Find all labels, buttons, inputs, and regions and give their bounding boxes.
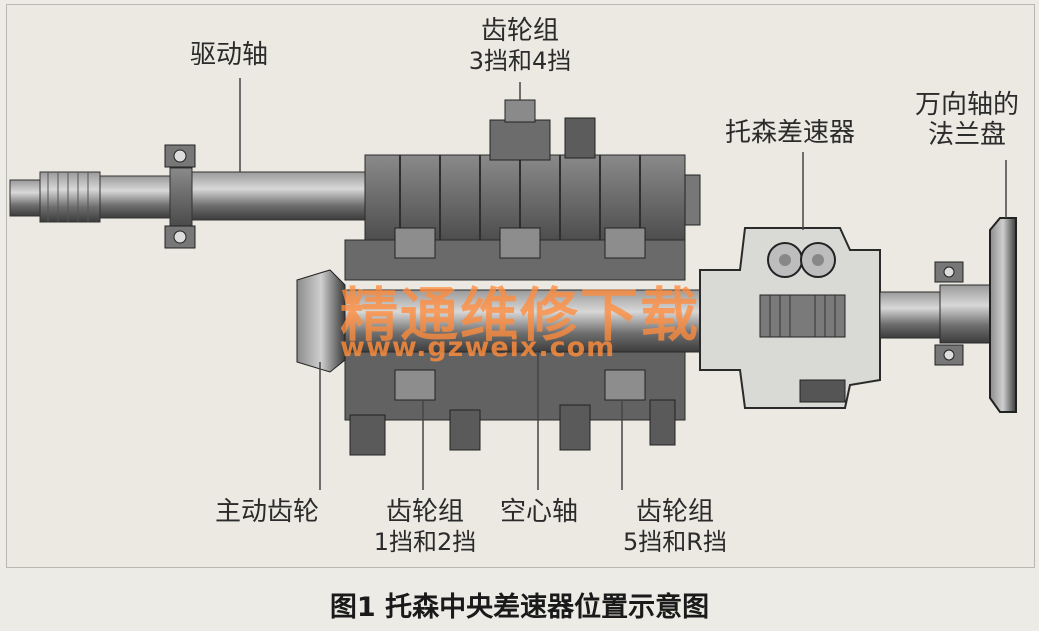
watermark-text: 精通维修下载 — [340, 281, 701, 349]
label-gearset-3-4: 齿轮组 3挡和4挡 — [465, 16, 575, 76]
label-gearset-1-2-line1: 齿轮组 — [385, 497, 464, 527]
label-flange-line2: 法兰盘 — [927, 120, 1006, 150]
hollow-shaft — [329, 289, 751, 353]
label-flange: 万向轴的 法兰盘 — [907, 90, 1027, 150]
drive-shaft-bearing — [164, 144, 196, 249]
label-drive-shaft: 驱动轴 — [190, 40, 269, 70]
torsen-differential — [699, 227, 881, 409]
universal-joint-flange — [989, 217, 1017, 413]
watermark-url: www.gzweix.com — [340, 332, 616, 363]
label-gearset-1-2: 齿轮组 1挡和2挡 — [365, 497, 485, 557]
label-main-drive-gear: 主动齿轮 — [215, 497, 320, 527]
label-gearset-5-r-line2: 5挡和R挡 — [623, 528, 727, 556]
output-shaft — [879, 261, 991, 366]
lower-gear-cluster — [344, 227, 686, 456]
drive-shaft — [9, 167, 373, 227]
figure-caption: 图1 托森中央差速器位置示意图 — [329, 592, 710, 623]
label-gearset-5-r-line1: 齿轮组 — [635, 497, 714, 527]
main-drive-gear — [296, 269, 346, 373]
leader-lines — [239, 78, 1007, 490]
label-gearset-3-4-line1: 齿轮组 — [480, 16, 559, 46]
label-flange-line1: 万向轴的 — [914, 90, 1019, 120]
upper-gear-cluster — [364, 99, 701, 246]
label-gearset-1-2-line2: 1挡和2挡 — [373, 528, 477, 556]
label-gearset-3-4-line2: 3挡和4挡 — [468, 47, 572, 75]
label-gearset-5-r: 齿轮组 5挡和R挡 — [610, 497, 740, 557]
label-torsen-differential: 托森差速器 — [725, 118, 856, 148]
label-hollow-shaft: 空心轴 — [500, 497, 579, 527]
